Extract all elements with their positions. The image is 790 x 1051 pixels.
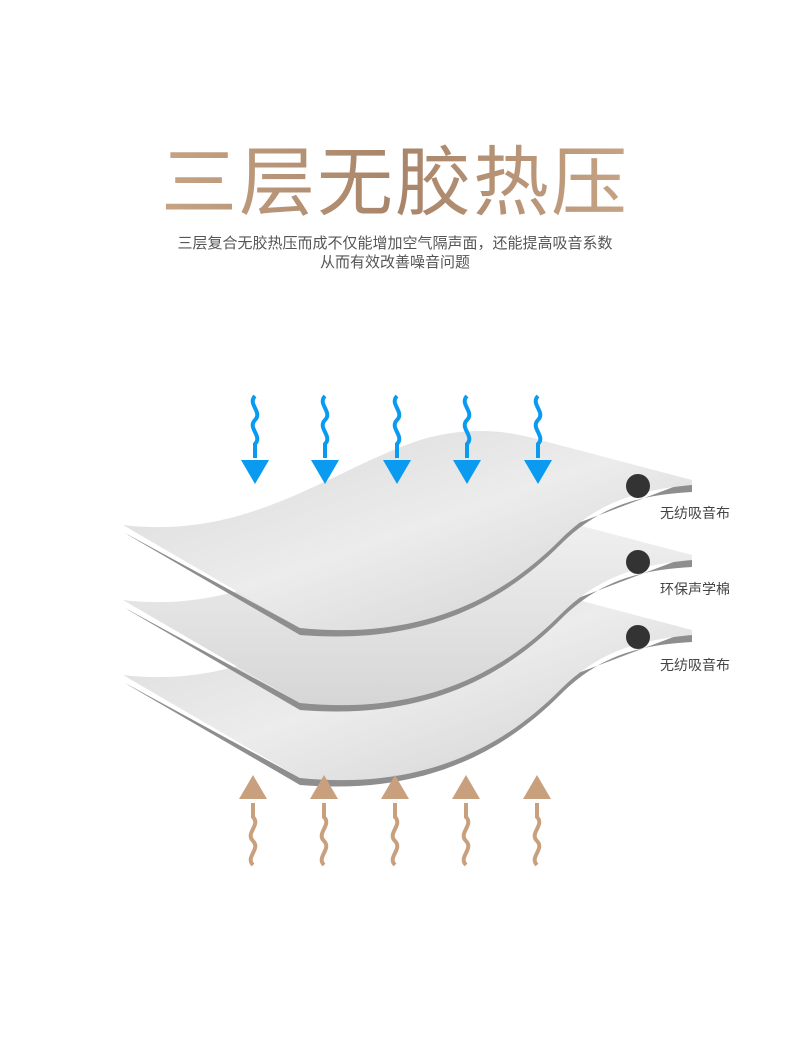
marker-dot-2 <box>626 550 650 574</box>
marker-dot-1 <box>626 474 650 498</box>
layer-label-1: 无纺吸音布 <box>660 506 730 522</box>
up-arrows <box>237 773 553 867</box>
marker-dot-3 <box>626 625 650 649</box>
layer-label-3: 无纺吸音布 <box>660 658 730 674</box>
layer-label-2: 环保声学棉 <box>660 582 730 598</box>
page-title: 三层无胶热压 <box>0 138 790 228</box>
subtitle-line-2: 从而有效改善噪音问题 <box>319 253 470 271</box>
subtitle-line-1: 三层复合无胶热压而成不仅能增加空气隔声面，还能提高吸音系数 <box>177 234 613 252</box>
